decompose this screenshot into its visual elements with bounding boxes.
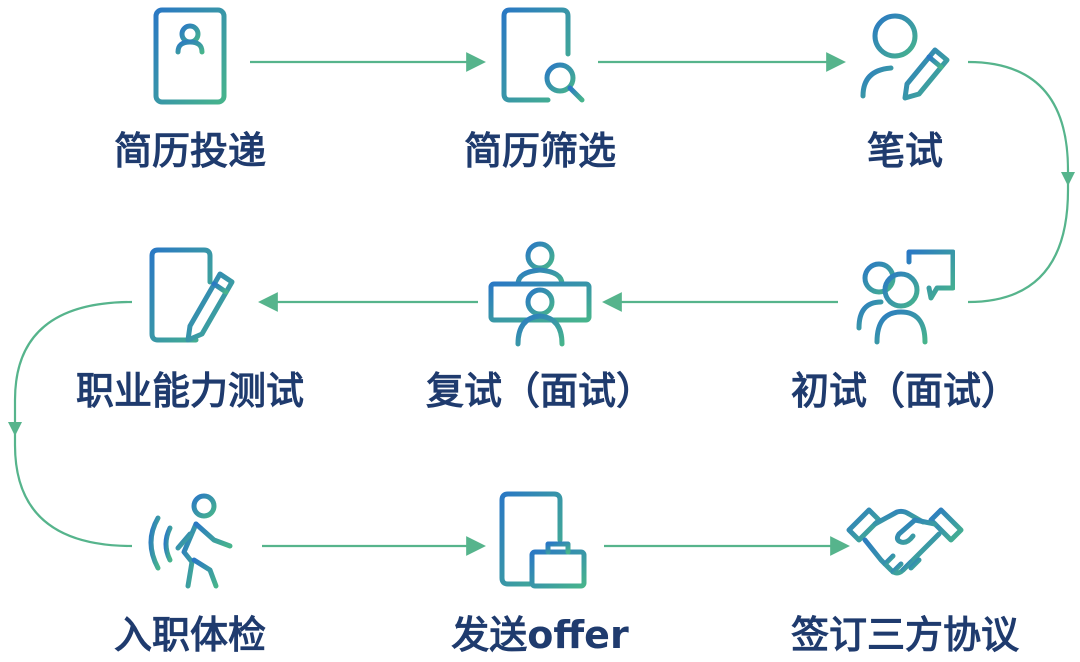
- document-briefcase-icon: [499, 491, 587, 589]
- step-second-interview: 复试（面试）: [380, 241, 700, 413]
- step-first-interview: 初试（面试）: [745, 246, 1065, 410]
- step-resume-submit: 简历投递: [30, 6, 350, 170]
- step-label: 笔试: [866, 129, 943, 173]
- arrowhead-left-side: [8, 422, 22, 436]
- user-pencil-icon: [860, 13, 950, 101]
- form-pencil-icon: [149, 247, 235, 343]
- step-written-test: 笔试: [745, 6, 1065, 170]
- step-aptitude-test: 职业能力测试: [30, 246, 350, 410]
- step-label: 初试（面试）: [790, 369, 1019, 413]
- step-sign-agreement: 签订三方协议: [745, 490, 1065, 654]
- video-interview-icon: [488, 241, 592, 347]
- step-label: 复试（面试）: [425, 369, 654, 413]
- step-label: 签订三方协议: [790, 613, 1019, 657]
- step-send-offer: 发送offer: [380, 490, 700, 654]
- step-resume-screening: 简历筛选: [380, 6, 700, 170]
- step-medical-exam: 入职体检: [30, 490, 350, 654]
- step-label: 简历筛选: [463, 129, 616, 173]
- step-label: 简历投递: [113, 129, 266, 173]
- people-chat-icon: [856, 249, 955, 345]
- arrow-6-7: [13, 300, 133, 548]
- step-label: 发送offer: [451, 613, 629, 657]
- handshake-icon: [846, 507, 964, 576]
- step-label: 入职体检: [113, 613, 266, 657]
- arrowhead-right-side: [1061, 172, 1075, 186]
- walking-person-icon: [148, 493, 233, 589]
- document-search-icon: [501, 7, 585, 103]
- resume-icon: [153, 7, 227, 105]
- step-label: 职业能力测试: [75, 369, 304, 413]
